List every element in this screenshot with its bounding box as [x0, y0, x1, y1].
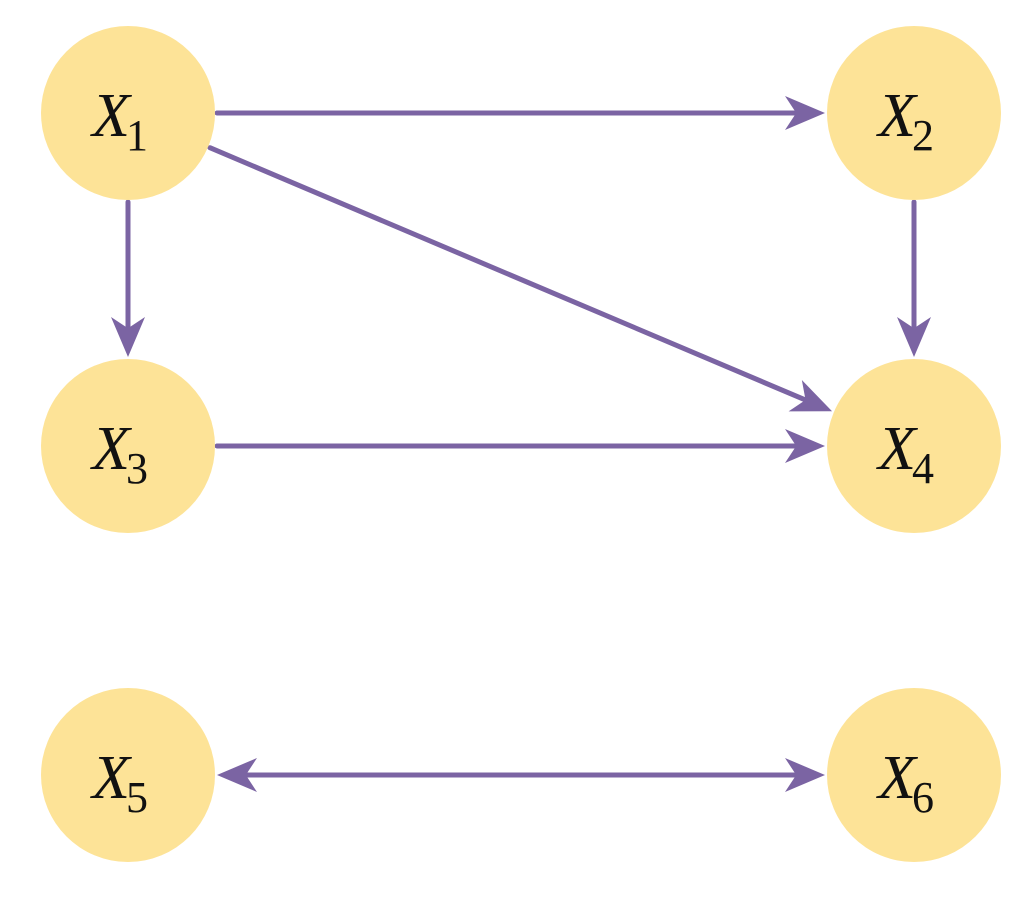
node-x5-subscript: 5 [126, 773, 148, 822]
svg-text:X5: X5 [89, 744, 148, 822]
arrowhead-icon [788, 380, 833, 412]
node-x3-letter: X [89, 415, 132, 483]
node-x3-subscript: 3 [126, 444, 148, 493]
edge-x1-x3 [111, 199, 145, 357]
svg-text:X3: X3 [89, 415, 148, 493]
arrowhead-icon [785, 758, 825, 792]
edge-x1-x4 [207, 145, 833, 412]
arrowhead-icon [111, 317, 145, 357]
edges-layer [111, 96, 931, 792]
svg-text:X2: X2 [875, 82, 934, 160]
node-x1: X1 [41, 26, 215, 200]
edge-x3-x4 [214, 429, 825, 463]
svg-text:X1: X1 [89, 82, 148, 160]
arrowhead-icon [217, 758, 257, 792]
edge-x5-x6 [217, 758, 825, 792]
node-x6-subscript: 6 [912, 773, 934, 822]
node-x5: X5 [41, 688, 215, 862]
node-x2-subscript: 2 [912, 111, 934, 160]
node-x3: X3 [41, 359, 215, 533]
svg-text:X6: X6 [875, 744, 934, 822]
edge-x1-x2 [214, 96, 825, 130]
node-x5-letter: X [89, 744, 132, 812]
arrowhead-icon [785, 429, 825, 463]
edge-x2-x4 [897, 199, 931, 357]
node-x4-letter: X [875, 415, 918, 483]
node-x1-subscript: 1 [126, 111, 148, 160]
node-x6-letter: X [875, 744, 918, 812]
arrowhead-icon [897, 317, 931, 357]
node-x4-subscript: 4 [912, 444, 934, 493]
node-x1-letter: X [89, 82, 132, 150]
edge-line [207, 145, 809, 403]
arrowhead-icon [785, 96, 825, 130]
node-x6: X6 [827, 688, 1001, 862]
node-x4: X4 [827, 359, 1001, 533]
svg-text:X4: X4 [875, 415, 934, 493]
node-x2: X2 [827, 26, 1001, 200]
node-x2-letter: X [875, 82, 918, 150]
